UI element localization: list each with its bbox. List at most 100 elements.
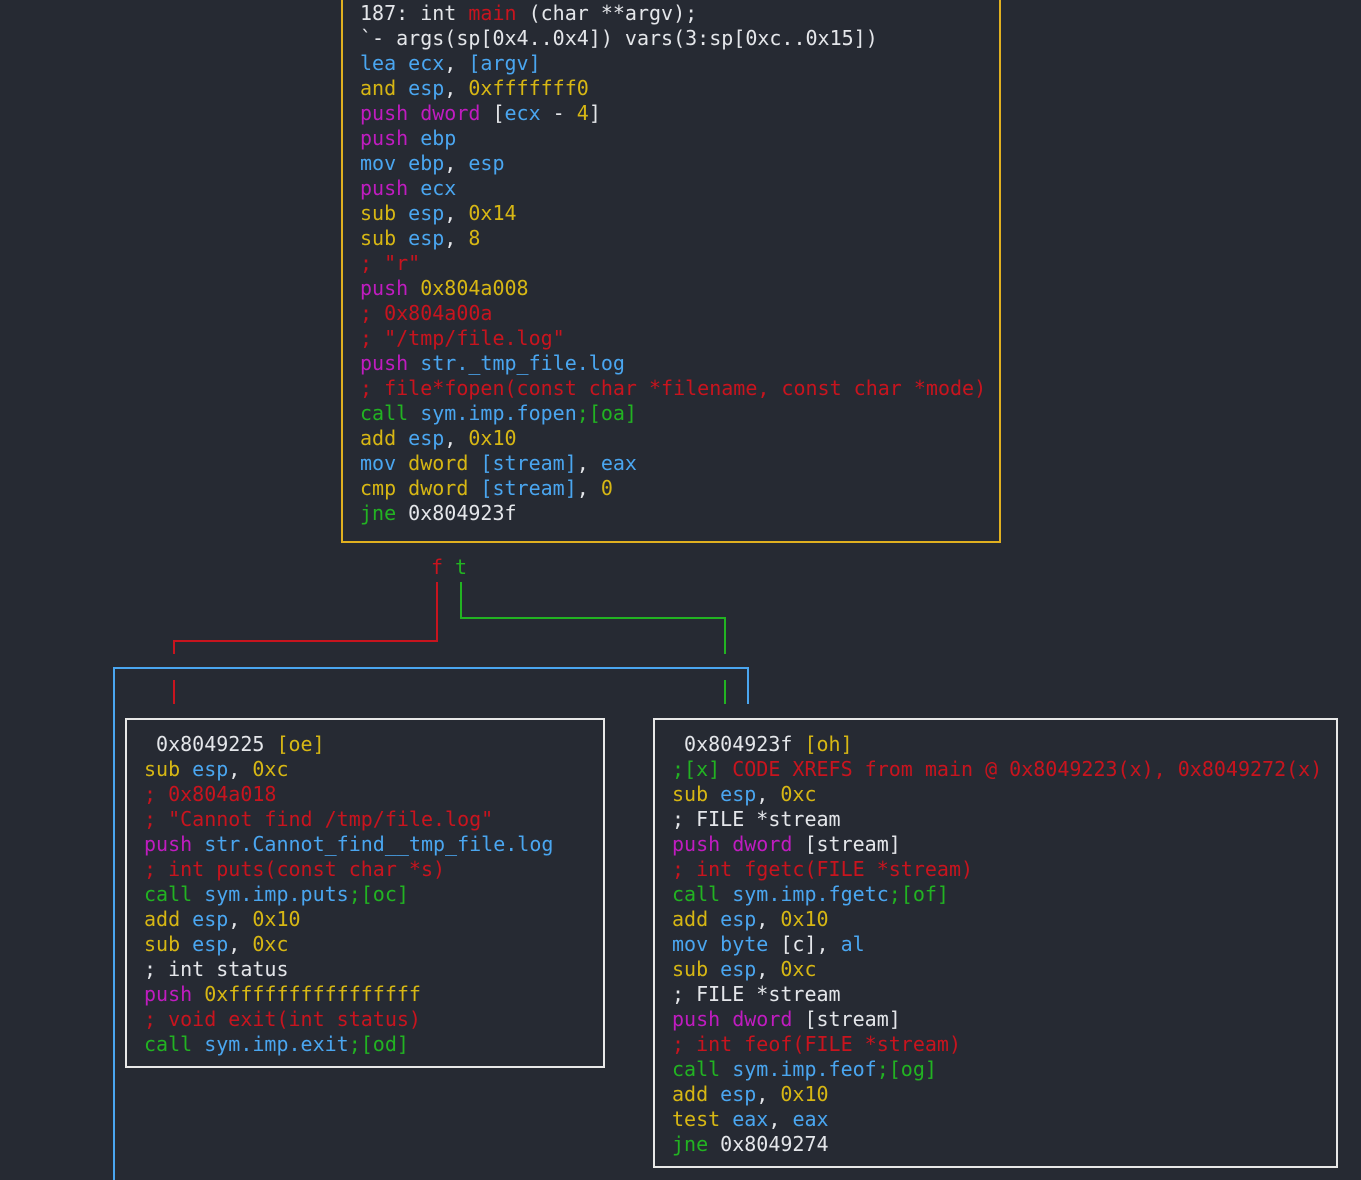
asm-token: lea bbox=[360, 51, 409, 75]
asm-line[interactable]: ; 0x804a018 bbox=[144, 782, 603, 807]
asm-token: [oe] bbox=[276, 732, 325, 756]
asm-token: add bbox=[672, 907, 721, 931]
asm-token: , bbox=[756, 957, 781, 981]
asm-token: esp bbox=[192, 757, 229, 781]
asm-token: [stream] bbox=[804, 1007, 901, 1031]
true-branch-lines: 0x804923f [oh];[x] CODE XREFS from main … bbox=[672, 732, 1336, 1157]
asm-line[interactable]: sub esp, 0xc bbox=[144, 932, 603, 957]
asm-line[interactable]: ; int fgetc(FILE *stream) bbox=[672, 857, 1336, 882]
asm-line[interactable]: mov ebp, esp bbox=[360, 151, 999, 176]
asm-token: esp bbox=[720, 957, 757, 981]
asm-token: esp bbox=[408, 76, 445, 100]
asm-token: [stream] bbox=[480, 451, 577, 475]
asm-line[interactable]: ; FILE *stream bbox=[672, 982, 1336, 1007]
asm-line[interactable]: push 0xffffffffffffffff bbox=[144, 982, 603, 1007]
asm-line[interactable]: and esp, 0xfffffff0 bbox=[360, 76, 999, 101]
asm-token: ;[x] bbox=[672, 757, 733, 781]
asm-line[interactable]: test eax, eax bbox=[672, 1107, 1336, 1132]
asm-line[interactable]: push dword [ecx - 4] bbox=[360, 101, 999, 126]
asm-token: 0x804a008 bbox=[420, 276, 529, 300]
asm-line[interactable]: sub esp, 0x14 bbox=[360, 201, 999, 226]
asm-token: 0x8049225 bbox=[144, 732, 277, 756]
asm-line[interactable]: push dword [stream] bbox=[672, 832, 1336, 857]
asm-line[interactable]: lea ecx, [argv] bbox=[360, 51, 999, 76]
asm-line[interactable]: push str._tmp_file.log bbox=[360, 351, 999, 376]
asm-token: call bbox=[144, 882, 205, 906]
asm-line[interactable]: ; void exit(int status) bbox=[144, 1007, 603, 1032]
asm-line[interactable]: 0x8049225 [oe] bbox=[144, 732, 603, 757]
asm-token: [argv] bbox=[468, 51, 541, 75]
asm-token: eax bbox=[792, 1107, 829, 1131]
asm-token: ebp bbox=[420, 126, 457, 150]
asm-line[interactable]: jne 0x804923f bbox=[360, 501, 999, 526]
asm-line[interactable]: call sym.imp.puts;[oc] bbox=[144, 882, 603, 907]
asm-line[interactable]: add esp, 0x10 bbox=[672, 1082, 1336, 1107]
asm-token: call bbox=[144, 1032, 205, 1056]
asm-line[interactable]: `- args(sp[0x4..0x4]) vars(3:sp[0xc..0x1… bbox=[360, 26, 999, 51]
asm-line[interactable]: ; int status bbox=[144, 957, 603, 982]
asm-line[interactable]: ; 0x804a00a bbox=[360, 301, 999, 326]
asm-line[interactable]: 0x804923f [oh] bbox=[672, 732, 1336, 757]
asm-line[interactable]: ;[x] CODE XREFS from main @ 0x8049223(x)… bbox=[672, 757, 1336, 782]
asm-token: ; int feof(FILE *stream) bbox=[672, 1032, 961, 1056]
asm-token: push bbox=[360, 101, 421, 125]
asm-line[interactable]: sub esp, 0xc bbox=[144, 757, 603, 782]
asm-token: dword bbox=[408, 476, 481, 500]
asm-line[interactable]: mov dword [stream], eax bbox=[360, 451, 999, 476]
asm-line[interactable]: ; "Cannot find /tmp/file.log" bbox=[144, 807, 603, 832]
asm-line[interactable]: add esp, 0x10 bbox=[144, 907, 603, 932]
asm-line[interactable]: ; file*fopen(const char *filename, const… bbox=[360, 376, 999, 401]
asm-line[interactable]: sub esp, 0xc bbox=[672, 957, 1336, 982]
asm-line[interactable]: call sym.imp.fopen;[oa] bbox=[360, 401, 999, 426]
asm-line[interactable]: push ebp bbox=[360, 126, 999, 151]
asm-token: push bbox=[360, 351, 421, 375]
asm-line[interactable]: sub esp, 0xc bbox=[672, 782, 1336, 807]
asm-token: [stream] bbox=[480, 476, 577, 500]
asm-token: dword bbox=[420, 101, 493, 125]
main-function-block[interactable]: ;-- sym.imp.exit_wrap_stub187: int main … bbox=[341, 0, 1001, 543]
asm-line[interactable]: call sym.imp.feof;[og] bbox=[672, 1057, 1336, 1082]
asm-token: ; 0x804a018 bbox=[144, 782, 277, 806]
asm-token: str.Cannot_find__tmp_file.log bbox=[204, 832, 554, 856]
true-branch-block[interactable]: 0x804923f [oh];[x] CODE XREFS from main … bbox=[653, 718, 1338, 1168]
asm-line[interactable]: ; "/tmp/file.log" bbox=[360, 326, 999, 351]
asm-token: 0x10 bbox=[468, 426, 517, 450]
asm-line[interactable]: cmp dword [stream], 0 bbox=[360, 476, 999, 501]
asm-token: sub bbox=[672, 782, 721, 806]
asm-token: , bbox=[444, 76, 469, 100]
asm-line[interactable]: 187: int main (char **argv); bbox=[360, 1, 999, 26]
asm-token: push bbox=[144, 982, 205, 1006]
asm-line[interactable]: ; int puts(const char *s) bbox=[144, 857, 603, 882]
asm-token: 0x10 bbox=[780, 907, 829, 931]
false-branch-block[interactable]: 0x8049225 [oe]sub esp, 0xc; 0x804a018; "… bbox=[125, 718, 605, 1068]
asm-token: [stream] bbox=[804, 832, 901, 856]
asm-token: 0xc bbox=[780, 957, 817, 981]
asm-token: ;[oc] bbox=[348, 882, 409, 906]
asm-token: ; "r" bbox=[360, 251, 421, 275]
asm-line[interactable]: ; FILE *stream bbox=[672, 807, 1336, 832]
asm-token: sym.imp.feof bbox=[732, 1057, 877, 1081]
asm-token: 0x10 bbox=[252, 907, 301, 931]
asm-token: ; int puts(const char *s) bbox=[144, 857, 446, 881]
asm-token: ;[of] bbox=[888, 882, 949, 906]
asm-line[interactable]: push str.Cannot_find__tmp_file.log bbox=[144, 832, 603, 857]
asm-line[interactable]: push dword [stream] bbox=[672, 1007, 1336, 1032]
asm-line[interactable]: call sym.imp.fgetc;[of] bbox=[672, 882, 1336, 907]
asm-token: jne bbox=[360, 501, 409, 525]
asm-line[interactable]: call sym.imp.exit;[od] bbox=[144, 1032, 603, 1057]
asm-line[interactable]: add esp, 0x10 bbox=[360, 426, 999, 451]
asm-token: ;[og] bbox=[876, 1057, 937, 1081]
asm-line[interactable]: add esp, 0x10 bbox=[672, 907, 1336, 932]
asm-line[interactable]: push 0x804a008 bbox=[360, 276, 999, 301]
asm-token: , bbox=[756, 907, 781, 931]
asm-token: ; int fgetc(FILE *stream) bbox=[672, 857, 974, 881]
asm-line[interactable]: jne 0x8049274 bbox=[672, 1132, 1336, 1157]
asm-token: , bbox=[444, 226, 469, 250]
asm-token: esp bbox=[720, 1082, 757, 1106]
asm-line[interactable]: mov byte [c], al bbox=[672, 932, 1336, 957]
asm-line[interactable]: ; "r" bbox=[360, 251, 999, 276]
asm-token: add bbox=[144, 907, 193, 931]
asm-line[interactable]: push ecx bbox=[360, 176, 999, 201]
asm-line[interactable]: sub esp, 8 bbox=[360, 226, 999, 251]
asm-line[interactable]: ; int feof(FILE *stream) bbox=[672, 1032, 1336, 1057]
